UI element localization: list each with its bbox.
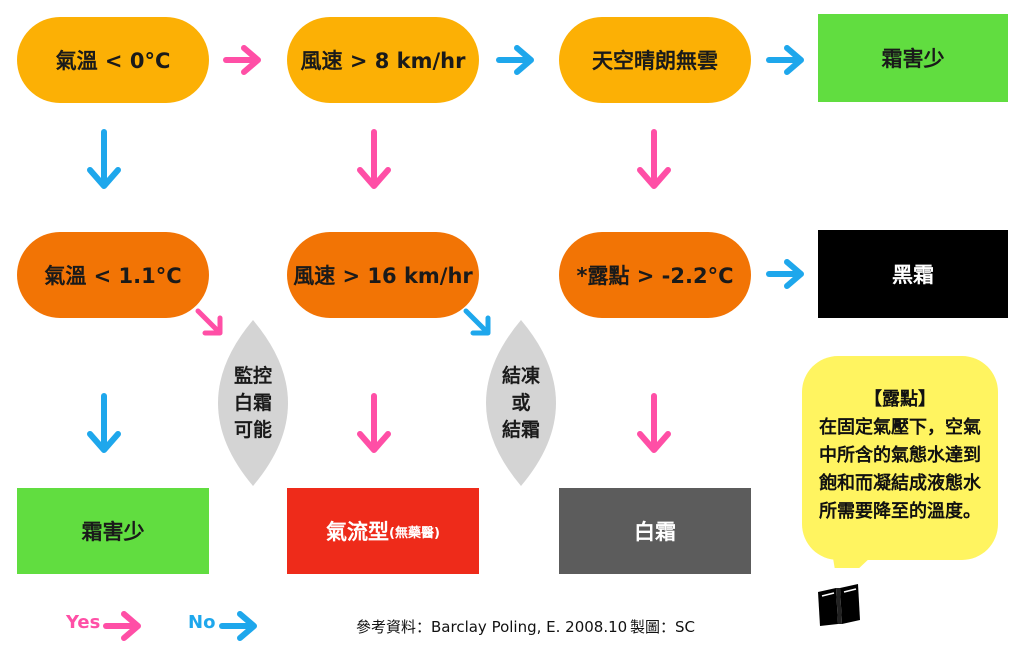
freeze-or-frost-lens: 結凍 或 結霜 [466,318,576,488]
freeze-or-frost-line3: 結霜 [501,418,540,441]
legend-yes-label: Yes [66,612,101,633]
dew-point-note-bubble: 【露點】 在固定氣壓下，空氣 中所含的氣態水達到 飽和而凝結成液態水 所需要降至… [802,356,998,568]
wind-above-16-node: 風速 > 16 km/hr [287,232,479,318]
legend-no: No [188,612,215,633]
no-arrow-diagonal-1 [463,308,491,336]
dew-point-note-line1: 在固定氣壓下，空氣 [819,417,981,438]
advective-frost-node: 氣流型(無藥醫) [287,488,479,574]
dew-point-note-title: 【露點】 [864,389,936,410]
reference-credit: 參考資料：Barclay Poling, E. 2008.10 [356,618,628,636]
legend-yes: Yes [66,612,100,633]
legend-no-label: No [188,612,216,633]
less-frost-damage-top-label: 霜害少 [881,47,945,71]
clear-sky-node: 天空晴朗無雲 [559,17,751,103]
temp-below-0-node: 氣溫 < 0°C [17,17,209,103]
monitor-white-frost-line1: 監控 [233,364,272,387]
white-frost-label: 白霜 [634,520,676,544]
wind-above-8-label: 風速 > 8 km/hr [300,49,466,73]
monitor-white-frost-lens: 監控 白霜 可能 [198,318,308,488]
yes-arrow-right-2 [765,254,807,296]
freeze-or-frost-line2: 或 [511,391,531,414]
advective-frost-sub-label: (無藥醫) [389,525,440,541]
no-arrow-down-3 [634,392,676,456]
yes-arrow-diagonal-1 [195,308,223,336]
yes-arrow-down-3 [354,392,396,456]
black-frost-label: 黑霜 [892,263,934,287]
dew-point-note-line2: 中所含的氣態水達到 [819,445,981,466]
advective-frost-label: 氣流型 [326,520,390,544]
less-frost-damage-top-node: 霜害少 [818,14,1008,102]
monitor-white-frost-line2: 白霜 [233,391,272,414]
black-frost-node: 黑霜 [818,230,1008,318]
no-arrow-down-1 [84,128,126,192]
no-arrow-right-2 [765,40,807,82]
no-arrow-down-2 [84,392,126,456]
temp-below-0-label: 氣溫 < 0°C [55,49,171,73]
less-frost-damage-bottom-node: 霜害少 [17,488,209,574]
wind-above-16-label: 風速 > 16 km/hr [293,264,473,288]
yes-arrow-down-2 [634,128,676,192]
dew-point-note-line3: 飽和而凝結成液態水 [819,473,981,494]
monitor-white-frost-line3: 可能 [233,418,272,441]
yes-arrow-down-1 [354,128,396,192]
book-icon [818,584,860,626]
clear-sky-label: 天空晴朗無雲 [592,49,718,73]
dew-point-note-line4: 所需要降至的溫度。 [819,501,981,522]
freeze-or-frost-line1: 結凍 [501,364,540,387]
temp-below-1-1-node: 氣溫 < 1.1°C [17,232,209,318]
yes-arrow-right-1 [222,40,264,82]
legend-yes-arrow-icon [102,606,144,648]
legend-no-arrow-icon [218,606,260,648]
white-frost-node: 白霜 [559,488,751,574]
temp-below-1-1-label: 氣溫 < 1.1°C [44,264,182,288]
no-arrow-right-1 [495,40,537,82]
less-frost-damage-bottom-label: 霜害少 [81,520,145,544]
maker-credit: 製圖：SC [630,618,695,636]
dew-point-node: *露點 > -2.2°C [559,232,751,318]
dew-point-label: *露點 > -2.2°C [576,264,734,288]
wind-above-8-node: 風速 > 8 km/hr [287,17,479,103]
